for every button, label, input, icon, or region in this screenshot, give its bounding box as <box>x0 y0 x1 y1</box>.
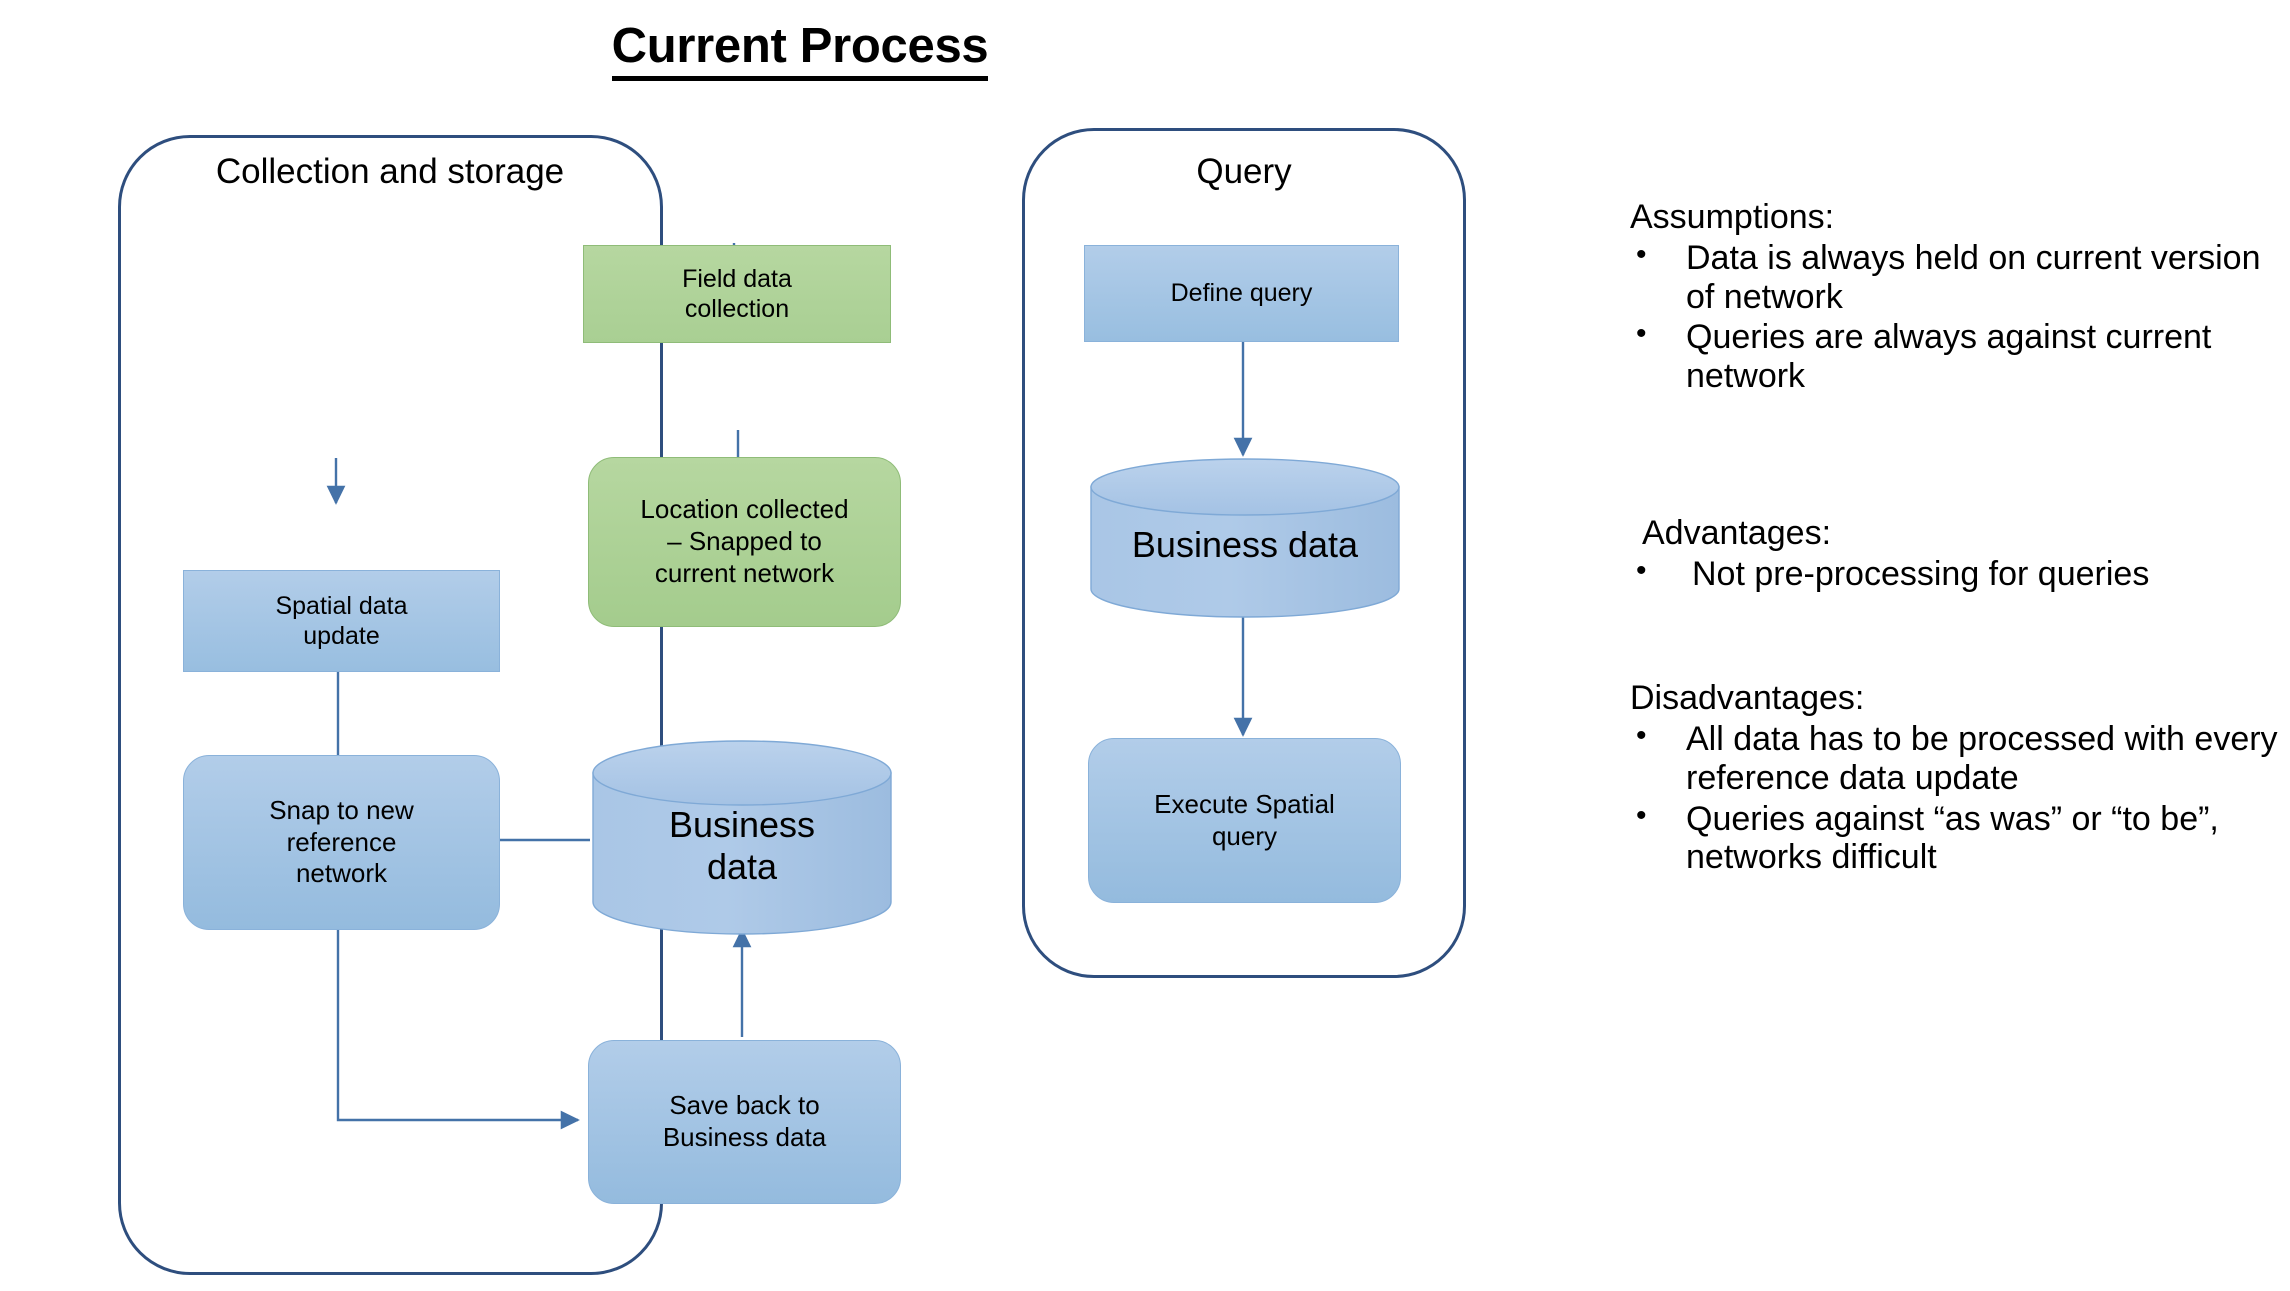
page-title: Current Process <box>0 18 1600 81</box>
node-business-data-collection[interactable]: Business data <box>592 740 892 935</box>
node-label-spatial-data-update: Spatial data update <box>275 591 408 651</box>
node-label-snap-to-new-reference-network: Snap to new reference network <box>269 794 414 889</box>
node-label-define-query: Define query <box>1170 279 1313 308</box>
group-label-collection-and-storage: Collection and storage <box>215 152 565 191</box>
node-label-save-back-to-business-data: Save back to Business data <box>662 1090 827 1152</box>
bullet-icon: • <box>1636 553 1647 587</box>
list-item: • All data has to be processed with ever… <box>1630 719 2280 798</box>
list-item-text: Not pre-processing for queries <box>1692 554 2150 593</box>
group-query <box>1022 128 1466 978</box>
disadvantages-list: • All data has to be processed with ever… <box>1630 719 2280 878</box>
node-business-data-query[interactable]: Business data <box>1090 458 1400 618</box>
assumptions-list: • Data is always held on current version… <box>1630 237 2280 396</box>
list-item: • Queries against “as was” or “to be”, n… <box>1630 798 2280 878</box>
node-field-data-collection[interactable]: Field data collection <box>583 245 891 343</box>
cylinder-shape <box>592 740 892 935</box>
node-snap-to-new-reference-network[interactable]: Snap to new reference network <box>183 755 500 930</box>
node-save-back-to-business-data[interactable]: Save back to Business data <box>588 1040 901 1204</box>
list-item: • Queries are always against current net… <box>1630 317 2280 396</box>
node-execute-spatial-query[interactable]: Execute Spatial query <box>1088 738 1401 903</box>
cylinder-shape <box>1090 458 1400 618</box>
disadvantages-block: Disadvantages: • All data has to be proc… <box>1630 679 2280 877</box>
notes-spacer <box>1630 398 2280 514</box>
list-item: • Data is always held on current version… <box>1630 237 2280 317</box>
group-collection-and-storage <box>118 135 663 1275</box>
disadvantages-heading: Disadvantages: <box>1630 679 1865 718</box>
list-item-text: Queries are always against current netwo… <box>1686 318 2212 395</box>
node-label-execute-spatial-query: Execute Spatial query <box>1154 788 1335 851</box>
node-label-location-collected: Location collected – Snapped to current … <box>640 494 849 588</box>
assumptions-block: Assumptions: • Data is always held on cu… <box>1630 198 2280 396</box>
notes-panel: Assumptions: • Data is always held on cu… <box>1630 198 2280 879</box>
list-item-text: All data has to be processed with every … <box>1686 720 2278 797</box>
group-label-query: Query <box>1196 152 1292 191</box>
assumptions-heading: Assumptions: <box>1630 198 1835 236</box>
node-define-query[interactable]: Define query <box>1084 245 1399 342</box>
advantages-heading: Advantages: <box>1642 513 1832 552</box>
node-location-collected[interactable]: Location collected – Snapped to current … <box>588 457 901 627</box>
advantages-list: • Not pre-processing for queries <box>1630 553 2280 594</box>
node-spatial-data-update[interactable]: Spatial data update <box>183 570 500 672</box>
list-item: • Not pre-processing for queries <box>1630 553 2280 594</box>
bullet-icon: • <box>1636 237 1647 271</box>
advantages-block: Advantages: • Not pre-processing for que… <box>1630 514 2280 594</box>
notes-spacer <box>1630 595 2280 679</box>
bullet-icon: • <box>1636 317 1647 351</box>
page-title-text: Current Process <box>611 19 989 81</box>
list-item-text: Data is always held on current version o… <box>1686 238 2261 316</box>
bullet-icon: • <box>1636 719 1647 752</box>
bullet-icon: • <box>1636 798 1647 832</box>
list-item-text: Queries against “as was” or “to be”, net… <box>1686 799 2219 877</box>
node-label-field-data-collection: Field data collection <box>682 264 792 324</box>
